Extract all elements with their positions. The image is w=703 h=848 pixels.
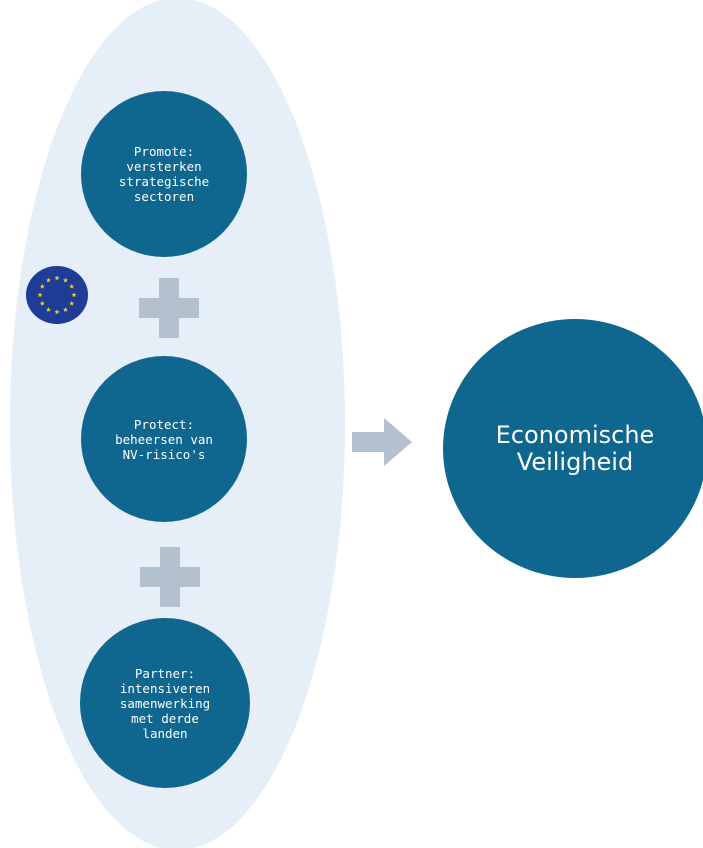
protect-label: Protect: beheersen van NV-risico's (115, 416, 213, 462)
eu-star (63, 307, 68, 312)
eu-star (39, 300, 45, 306)
eu-star (71, 292, 77, 298)
promote-label: Promote: versterken strategische sectore… (118, 144, 210, 204)
eu-star (54, 275, 60, 281)
economic-security-label: Economische Veiligheid (495, 420, 655, 476)
eu-star (37, 292, 43, 298)
eu-star (63, 277, 68, 283)
partner-label: Partner: intensiveren samenwerking met d… (119, 665, 211, 741)
plus-icon (139, 278, 199, 338)
eu-star (46, 277, 51, 283)
partner-node: Partner: intensiveren samenwerking met d… (80, 618, 250, 788)
eu-star (69, 300, 75, 306)
right-arrow-icon (352, 418, 412, 466)
promote-node: Promote: versterken strategische sectore… (81, 91, 247, 257)
eu-star (69, 283, 75, 289)
eu-star (46, 307, 51, 312)
eu-flag-icon (26, 266, 88, 324)
eu-star (39, 283, 45, 289)
protect-node: Protect: beheersen van NV-risico's (81, 356, 247, 522)
economic-security-node: Economische Veiligheid (443, 319, 703, 578)
plus-icon (140, 547, 200, 607)
eu-star (54, 309, 60, 315)
